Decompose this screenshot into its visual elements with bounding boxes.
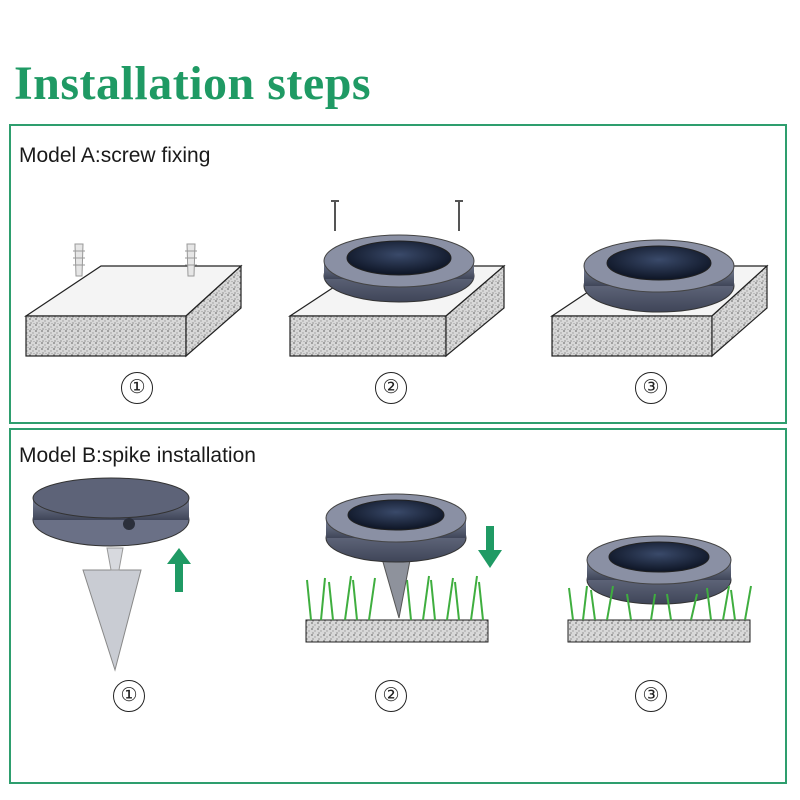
screw-icon: [331, 200, 339, 231]
step-a3-illustration: [550, 239, 769, 358]
wall-plug-icon: [185, 243, 197, 277]
arrow-up-icon: [167, 548, 191, 592]
model-b-illustrations: [32, 477, 752, 672]
step-a3-number: ③: [635, 372, 667, 404]
wall-plug-icon: [73, 243, 85, 277]
model-b-label: Model B:spike installation: [19, 444, 256, 467]
step-b2-illustration: [305, 493, 502, 643]
panel-model-b: Model B:spike installation: [9, 428, 787, 784]
step-a2-number: ②: [375, 372, 407, 404]
step-b3-number: ③: [635, 680, 667, 712]
step-b3-illustration: [567, 535, 752, 643]
model-a-label: Model A:screw fixing: [19, 144, 211, 167]
screw-icon: [455, 200, 463, 231]
step-b1-number: ①: [113, 680, 145, 712]
step-a1-number: ①: [121, 372, 153, 404]
panel-model-a: Model A:screw fixing: [9, 124, 787, 424]
page-title: Installation steps: [14, 57, 372, 110]
step-a1-illustration: [24, 243, 243, 358]
spike-icon: [82, 547, 142, 672]
step-b2-number: ②: [375, 680, 407, 712]
grass-icon: [568, 585, 752, 621]
arrow-down-icon: [478, 526, 502, 568]
grass-icon: [306, 575, 484, 621]
step-a2-illustration: [287, 200, 506, 358]
model-a-illustrations: [24, 200, 769, 358]
step-b1-illustration: [32, 477, 191, 672]
